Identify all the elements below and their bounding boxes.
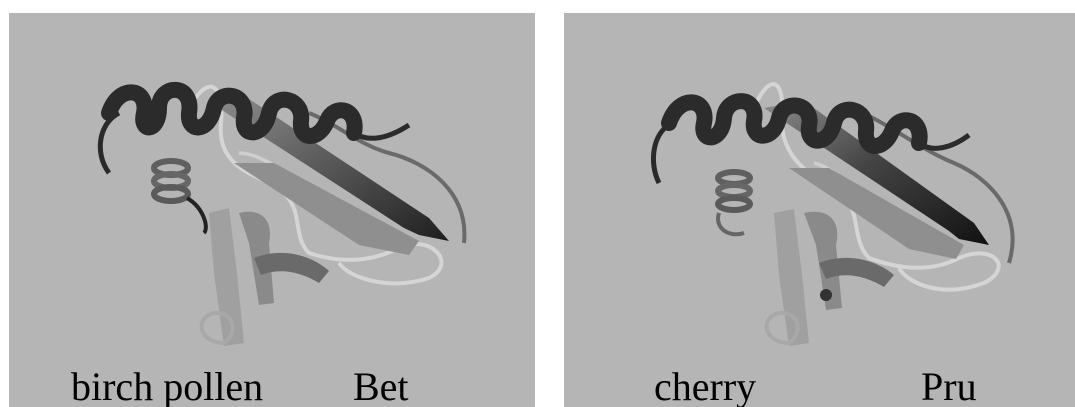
small-helix (718, 172, 750, 234)
protein-label-pru: Pru (921, 363, 977, 407)
small-helix (154, 161, 206, 233)
protein-label-bet: Bet (353, 363, 409, 407)
species-label-cherry: cherry (654, 363, 756, 407)
beta-strand-3 (774, 209, 809, 346)
protein-panel-birch: birch pollen Bet (9, 13, 535, 407)
beta-strand-3 (209, 208, 244, 346)
residue-knob (820, 289, 832, 301)
protein-ribbon-image-cherry (564, 13, 1075, 407)
alpha-helix-long (100, 90, 409, 173)
species-label-birch: birch pollen (71, 363, 263, 407)
protein-ribbon-image-birch (9, 13, 535, 407)
protein-panel-cherry: cherry Pru (564, 13, 1075, 407)
